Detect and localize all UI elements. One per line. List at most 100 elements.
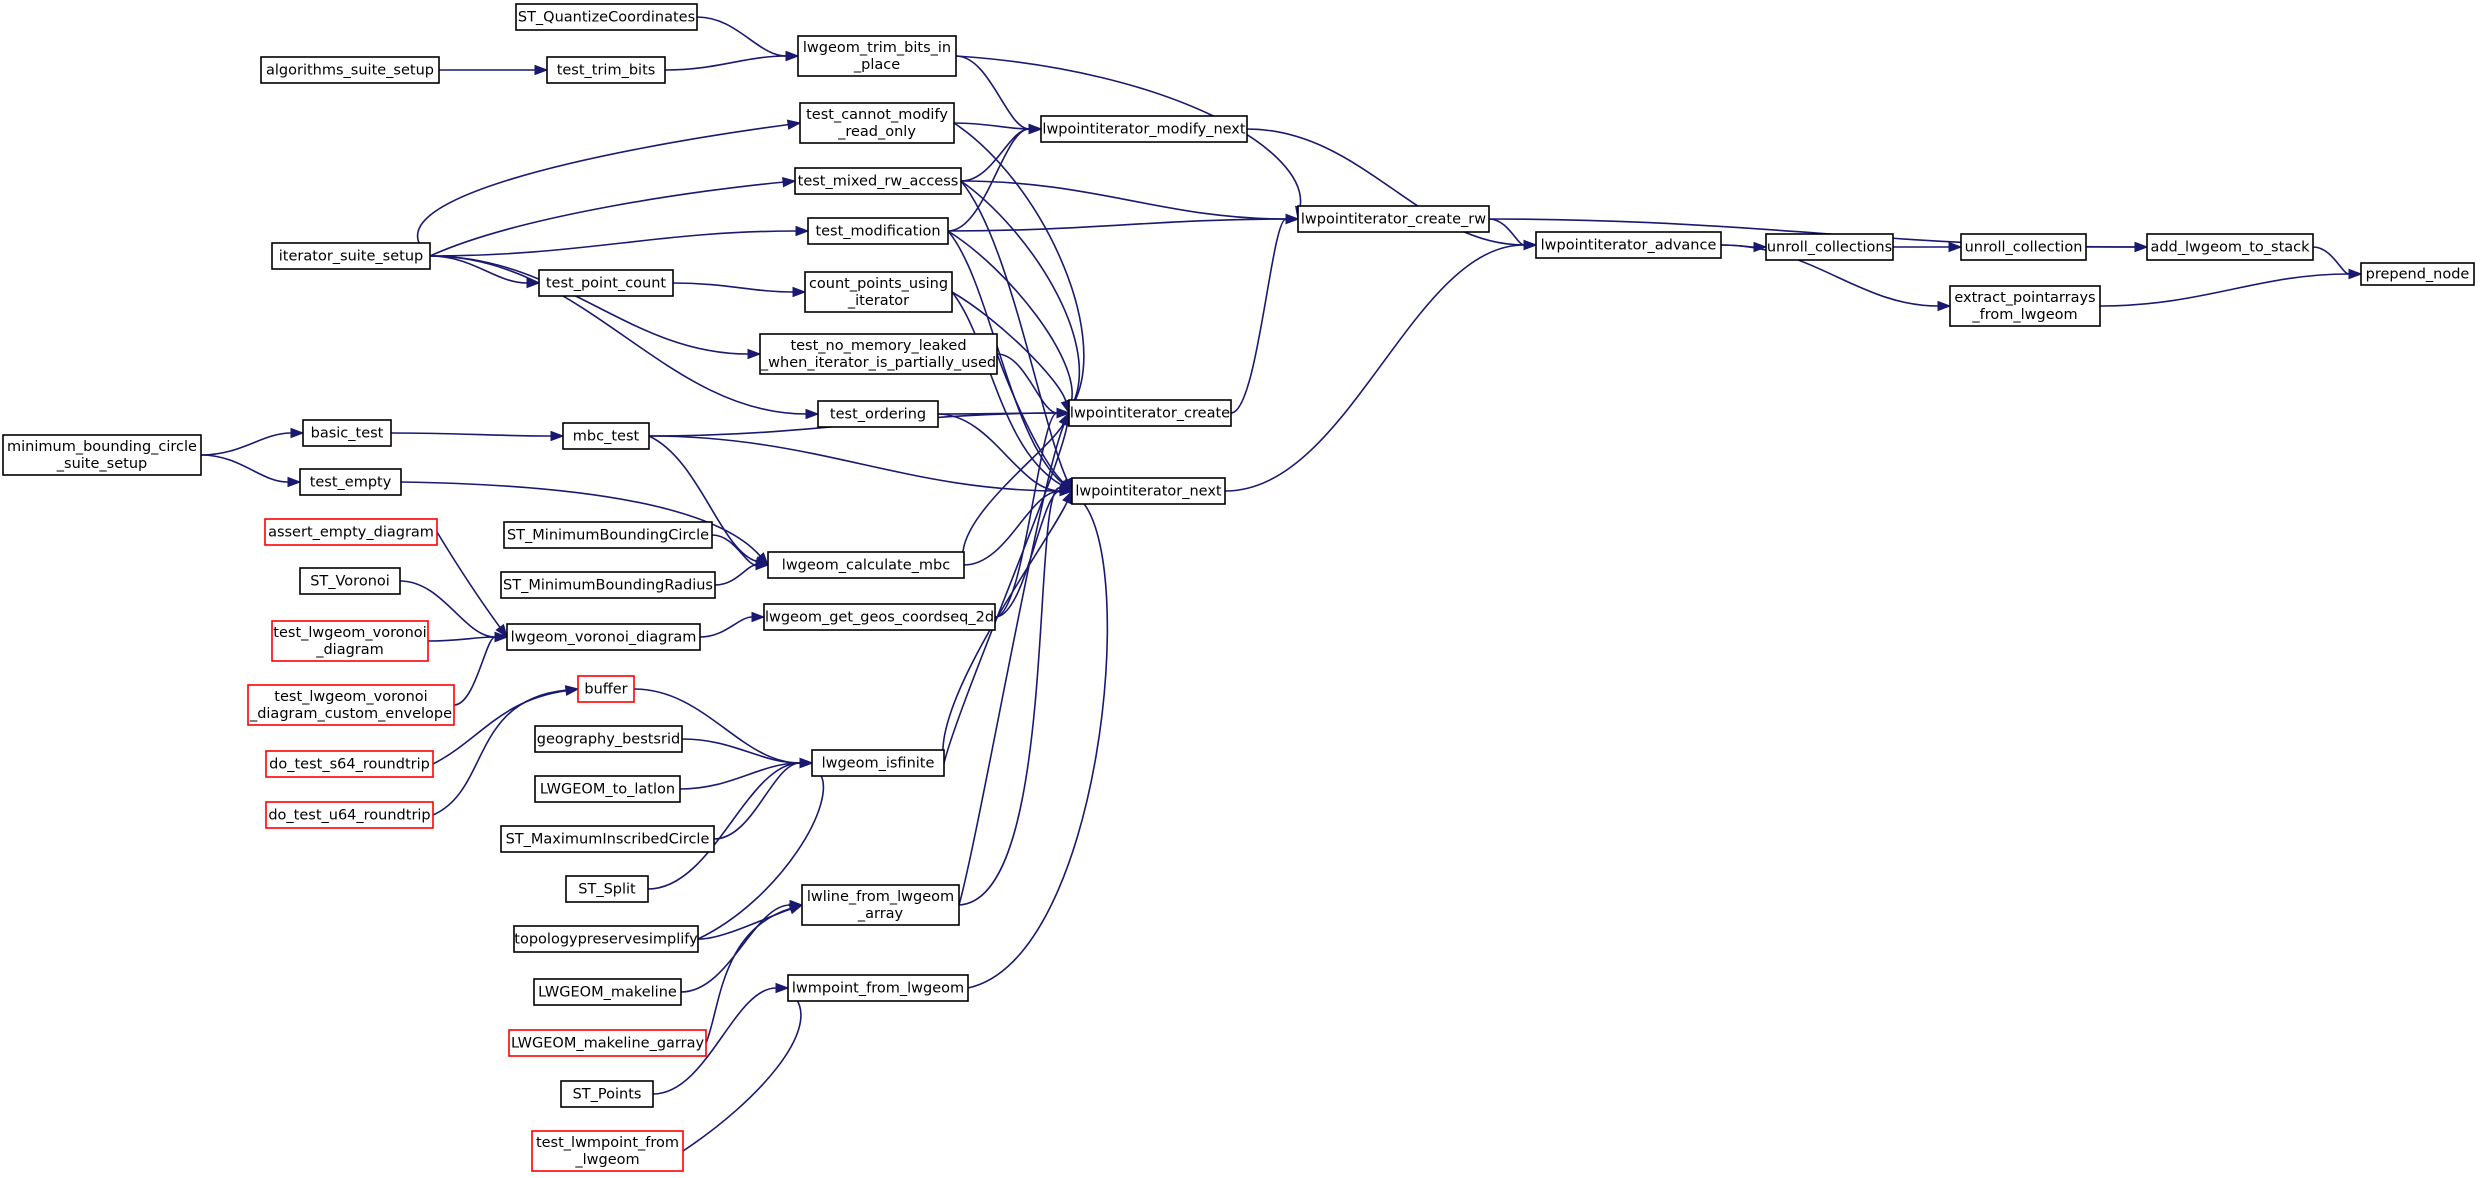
node-lwgeom-voronoi-diagram[interactable]: lwgeom_voronoi_diagram — [506, 623, 701, 651]
edge-test-lwgeom-voronoi-diagram-to-lwgeom-voronoi-diagram — [427, 636, 496, 642]
edge-ST-Points-to-lwmpoint-from-lwgeom — [652, 987, 777, 1095]
node-label: test_point_count — [546, 276, 667, 292]
node-LWGEOM-makeline[interactable]: LWGEOM_makeline — [533, 978, 682, 1006]
node-minimum-bounding-circle-suite-setup[interactable]: minimum_bounding_circle_suite_setup — [2, 434, 202, 476]
node-label: test_ordering — [830, 407, 926, 423]
node-label: ST_MinimumBoundingRadius — [503, 578, 713, 594]
edge-ST-MaximumInscribedCircle-to-lwgeom-isfinite — [713, 762, 801, 840]
node-box — [767, 551, 965, 579]
node-box — [804, 271, 953, 313]
node-label: test_cannot_modify — [806, 107, 948, 123]
node-test-modification[interactable]: test_modification — [807, 217, 949, 245]
edge-lwpointiterator-advance-to-extract-pointarrays-from-lwgeom — [1720, 244, 1939, 307]
node-LWGEOM-makeline-garray[interactable]: LWGEOM_makeline_garray — [508, 1029, 707, 1057]
node-test-mixed-rw-access[interactable]: test_mixed_rw_access — [794, 167, 962, 195]
node-iterator-suite-setup[interactable]: iterator_suite_setup — [271, 242, 431, 270]
node-prepend-node[interactable]: prepend_node — [2360, 262, 2475, 286]
node-box — [508, 1029, 707, 1057]
node-extract-pointarrays-from-lwgeom[interactable]: extract_pointarrays_from_lwgeom — [1949, 285, 2101, 327]
node-box — [562, 422, 650, 450]
node-count-points-using-iterator[interactable]: count_points_using_iterator — [804, 271, 953, 313]
node-lwpointiterator-next[interactable]: lwpointiterator_next — [1071, 477, 1226, 505]
node-label: lwpointiterator_modify_next — [1042, 122, 1245, 138]
node-test-trim-bits[interactable]: test_trim_bits — [546, 56, 666, 84]
node-label: buffer — [584, 682, 627, 698]
node-lwmpoint-from-lwgeom[interactable]: lwmpoint_from_lwgeom — [787, 974, 969, 1002]
node-label: LWGEOM_makeline_garray — [511, 1036, 705, 1052]
node-test-point-count[interactable]: test_point_count — [538, 269, 674, 297]
node-test-lwgeom-voronoi-diagram-custom-envelope[interactable]: test_lwgeom_voronoi_diagram_custom_envel… — [247, 684, 455, 726]
arrowhead — [565, 685, 580, 696]
node-test-lwmpoint-from-lwgeom[interactable]: test_lwmpoint_from_lwgeom — [531, 1130, 684, 1172]
nodes-layer: prepend_node add_lwgeom_to_stack extract_p… — [2, 3, 2475, 1172]
node-ST-Voronoi[interactable]: ST_Voronoi — [299, 567, 401, 595]
node-label: do_test_s64_roundtrip — [269, 757, 430, 773]
node-basic-test[interactable]: basic_test — [302, 419, 392, 447]
arrowhead — [799, 757, 814, 769]
edge-lwpointiterator-next-to-lwpointiterator-advance — [1224, 244, 1525, 492]
node-lwgeom-get-geos-coordseq-2d[interactable]: lwgeom_get_geos_coordseq_2d — [763, 603, 996, 631]
node-label: do_test_u64_roundtrip — [268, 808, 430, 824]
node-lwpointiterator-advance[interactable]: lwpointiterator_advance — [1535, 231, 1722, 259]
node-mbc-test[interactable]: mbc_test — [562, 422, 650, 450]
arrowhead — [786, 119, 802, 130]
node-label: test_lwgeom_voronoi — [274, 689, 427, 705]
node-unroll-collections[interactable]: unroll_collections — [1765, 233, 1894, 261]
node-test-cannot-modify-read-only[interactable]: test_cannot_modify_read_only — [799, 102, 955, 144]
node-ST-Points[interactable]: ST_Points — [560, 1080, 654, 1108]
node-box — [787, 974, 969, 1002]
edge-test-no-memory-leaked-to-lwpointiterator-next — [996, 353, 1064, 484]
node-lwgeom-calculate-mbc[interactable]: lwgeom_calculate_mbc — [767, 551, 965, 579]
node-label: _iterator — [847, 293, 909, 309]
node-buffer[interactable]: buffer — [577, 675, 635, 703]
node-geography-bestsrid[interactable]: geography_bestsrid — [534, 725, 683, 753]
arrowhead — [755, 559, 770, 571]
node-unroll-collection[interactable]: unroll_collection — [1960, 233, 2087, 261]
node-LWGEOM-to-latlon[interactable]: LWGEOM_to_latlon — [534, 775, 681, 803]
node-ST-MinimumBoundingRadius[interactable]: ST_MinimumBoundingRadius — [500, 571, 716, 599]
node-label: _suite_setup — [56, 456, 147, 472]
node-lwgeom-trim-bits-in-place[interactable]: lwgeom_trim_bits_in_place — [797, 35, 957, 77]
node-label: minimum_bounding_circle — [7, 439, 197, 455]
node-box — [531, 1130, 684, 1172]
node-label: test_no_memory_leaked — [790, 338, 966, 354]
edge-extract-pointarrays-from-lwgeom-to-prepend-node — [2099, 273, 2350, 307]
node-label: test_lwgeom_voronoi — [273, 625, 426, 641]
edge-buffer-to-lwgeom-isfinite — [633, 688, 801, 764]
node-label: ST_MinimumBoundingCircle — [507, 528, 709, 544]
node-lwpointiterator-modify-next[interactable]: lwpointiterator_modify_next — [1040, 115, 1248, 143]
node-test-no-memory-leaked[interactable]: test_no_memory_leaked_when_iterator_is_p… — [759, 333, 998, 375]
arrowhead — [1058, 482, 1074, 493]
node-add-lwgeom-to-stack[interactable]: add_lwgeom_to_stack — [2146, 233, 2314, 261]
node-assert-empty-diagram[interactable]: assert_empty_diagram — [264, 518, 438, 546]
node-test-ordering[interactable]: test_ordering — [817, 400, 939, 428]
node-test-lwgeom-voronoi-diagram[interactable]: test_lwgeom_voronoi_diagram — [271, 620, 429, 662]
node-label: unroll_collections — [1767, 240, 1892, 256]
node-do-test-u64-roundtrip[interactable]: do_test_u64_roundtrip — [265, 801, 434, 829]
arrowhead — [2348, 268, 2363, 280]
node-topologypreservesimplify[interactable]: topologypreservesimplify — [513, 925, 699, 953]
edge-test-lwmpoint-from-lwgeom-to-lwmpoint-from-lwgeom — [682, 997, 802, 1152]
node-lwpointiterator-create-rw[interactable]: lwpointiterator_create_rw — [1297, 205, 1490, 233]
node-label: lwline_from_lwgeom — [807, 889, 954, 905]
node-ST-MaximumInscribedCircle[interactable]: ST_MaximumInscribedCircle — [500, 825, 715, 853]
node-ST-MinimumBoundingCircle[interactable]: ST_MinimumBoundingCircle — [503, 521, 713, 549]
node-do-test-s64-roundtrip[interactable]: do_test_s64_roundtrip — [265, 750, 434, 778]
node-ST-Split[interactable]: ST_Split — [565, 875, 649, 903]
node-algorithms-suite-setup[interactable]: algorithms_suite_setup — [260, 56, 440, 84]
node-lwgeom-isfinite[interactable]: lwgeom_isfinite — [811, 749, 945, 777]
arrowhead — [495, 623, 508, 639]
edge-lwline-from-lwgeom-array-to-lwpointiterator-create — [958, 423, 1065, 906]
node-lwline-from-lwgeom-array[interactable]: lwline_from_lwgeom_array — [801, 884, 960, 926]
arrowhead — [805, 408, 820, 420]
node-test-empty[interactable]: test_empty — [299, 468, 402, 496]
arrowhead — [795, 225, 810, 237]
node-box — [565, 875, 649, 903]
node-label: unroll_collection — [1965, 240, 2083, 256]
arrowhead — [2134, 241, 2149, 253]
node-lwpointiterator-create[interactable]: lwpointiterator_create — [1068, 399, 1232, 427]
edge-lwgeom-get-geos-coordseq-2d-to-lwpointiterator-create — [994, 412, 1058, 618]
node-ST-QuantizeCoordinates[interactable]: ST_QuantizeCoordinates — [515, 3, 698, 31]
node-box — [801, 884, 960, 926]
edge-lwgeom-calculate-mbc-to-lwpointiterator-create — [961, 423, 1065, 566]
